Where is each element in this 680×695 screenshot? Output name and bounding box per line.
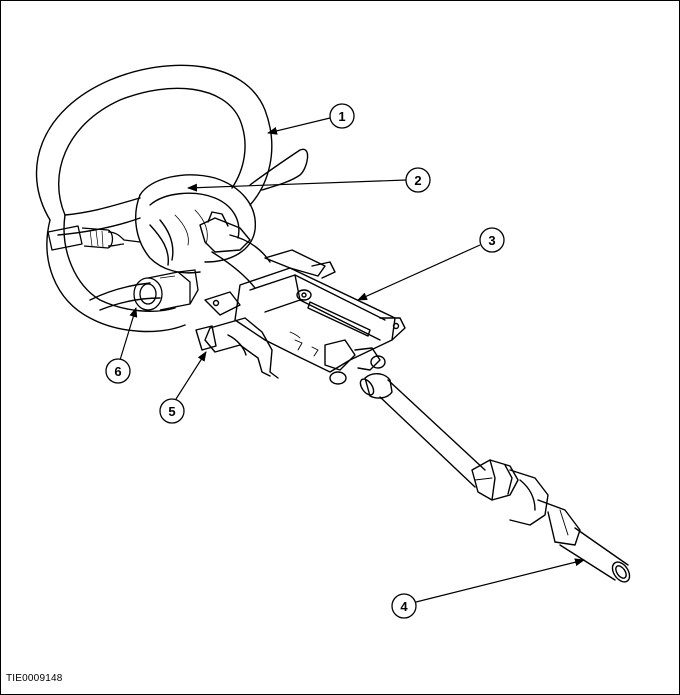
callout-5-label: 5 <box>168 404 175 419</box>
ignition-lock-barrel <box>133 269 199 311</box>
leader-2 <box>187 179 407 192</box>
leader-1 <box>267 117 331 135</box>
callout-4-label: 4 <box>400 599 408 614</box>
callout-2-label: 2 <box>414 173 421 188</box>
leader-3 <box>357 244 481 301</box>
figure-id-label: TIE0009148 <box>6 673 63 684</box>
callout-leaders <box>119 117 585 603</box>
callout-5: 5 <box>159 398 185 424</box>
leader-4 <box>415 558 585 603</box>
callout-2: 2 <box>405 167 431 193</box>
callout-3-label: 3 <box>488 233 495 248</box>
steering-column-housing <box>195 211 406 385</box>
leader-5 <box>175 351 207 400</box>
callout-6-label: 6 <box>114 364 121 379</box>
callout-1-label: 1 <box>338 109 345 124</box>
callout-6: 6 <box>105 358 131 384</box>
left-stalk <box>47 225 141 251</box>
steering-shaft <box>359 373 631 583</box>
callout-4: 4 <box>391 593 417 619</box>
steering-wheel <box>35 64 309 333</box>
callout-1: 1 <box>329 103 355 129</box>
leader-6 <box>119 307 138 361</box>
callout-3: 3 <box>479 227 505 253</box>
